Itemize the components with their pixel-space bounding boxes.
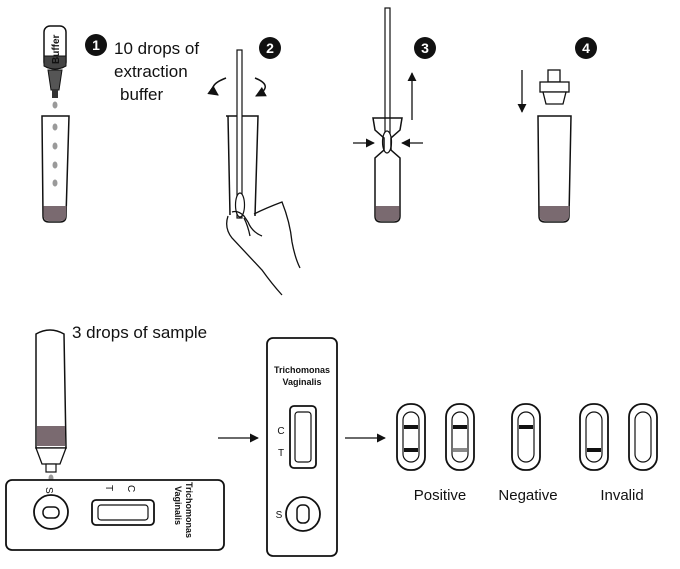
step-1-text-line-1: 10 drops of bbox=[114, 39, 199, 58]
result-invalid-2 bbox=[628, 403, 658, 471]
step-3: 3 bbox=[353, 7, 436, 223]
extraction-tube-4 bbox=[537, 115, 572, 223]
cassette-v-brand-line-2: Vaginalis bbox=[282, 377, 321, 387]
result-negative bbox=[511, 403, 541, 471]
cassette-h-c-label: C bbox=[125, 485, 136, 492]
result-positive-1 bbox=[396, 403, 426, 471]
step-4-number: 4 bbox=[582, 40, 590, 56]
control-line bbox=[404, 425, 418, 429]
step-3-badge bbox=[414, 37, 436, 59]
step-3-number: 3 bbox=[421, 40, 429, 56]
control-line bbox=[453, 425, 467, 429]
label-positive: Positive bbox=[414, 487, 467, 504]
dropper-tube bbox=[35, 329, 67, 482]
result-strips bbox=[396, 403, 658, 471]
step-1-text-line-3: buffer bbox=[120, 85, 164, 104]
swab-2 bbox=[234, 49, 246, 219]
faint-test-line bbox=[453, 448, 467, 452]
step-4-badge bbox=[575, 37, 597, 59]
step-1-badge bbox=[85, 34, 107, 56]
buffer-bottle: Buffer bbox=[43, 25, 67, 98]
result-positive-2 bbox=[445, 403, 475, 471]
buffer-bottle-label: Buffer bbox=[51, 34, 62, 64]
step-1-text-line-2: extraction bbox=[114, 62, 188, 81]
cassette-h-brand-line-2: Vaginalis bbox=[173, 486, 183, 525]
cassette-h-s-label: S bbox=[43, 487, 54, 494]
step-2-badge bbox=[259, 37, 281, 59]
cassette-horizontal: S T C Trichomonas Vaginalis bbox=[5, 479, 225, 551]
step-1: 1 10 drops of extraction buffer Buffer bbox=[41, 25, 199, 223]
step-2: 2 bbox=[207, 37, 301, 296]
cassette-v-brand-line-1: Trichomonas bbox=[274, 365, 330, 375]
step-1-number: 1 bbox=[92, 37, 100, 53]
label-invalid: Invalid bbox=[600, 487, 643, 504]
cassette-vertical: Trichomonas Vaginalis C T S bbox=[266, 337, 338, 557]
test-line bbox=[587, 448, 601, 452]
squeezed-tube bbox=[372, 117, 403, 223]
rotate-arrows-icon bbox=[207, 77, 267, 97]
swab-3 bbox=[381, 7, 393, 154]
cassette-h-t-label: T bbox=[103, 485, 114, 491]
extraction-tube-1 bbox=[41, 115, 70, 223]
sample-instruction: 3 drops of sample bbox=[72, 323, 207, 342]
cassette-h-brand-line-1: Trichomonas bbox=[184, 482, 194, 538]
result-invalid-1 bbox=[579, 403, 609, 471]
step-4: 4 bbox=[517, 37, 597, 223]
sample-application: 3 drops of sample S T C Trichomonas Vagi… bbox=[5, 323, 225, 551]
cassette-v-t-label: T bbox=[278, 448, 284, 459]
hand-icon bbox=[226, 201, 301, 296]
label-negative: Negative bbox=[498, 487, 557, 504]
dropper-cap bbox=[539, 69, 570, 105]
cassette-v-s-label: S bbox=[276, 510, 283, 521]
buffer-drops bbox=[52, 101, 58, 187]
control-line bbox=[519, 425, 533, 429]
cassette-v-c-label: C bbox=[277, 426, 284, 437]
step-2-number: 2 bbox=[266, 40, 274, 56]
test-line bbox=[404, 448, 418, 452]
